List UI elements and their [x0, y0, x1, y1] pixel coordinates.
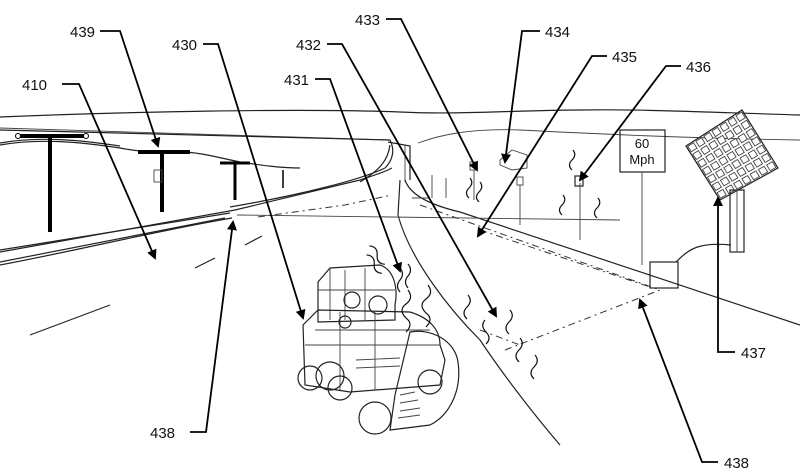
leader-439 [100, 31, 158, 146]
leader-lines [62, 19, 735, 462]
label-432: 432 [296, 37, 321, 54]
leader-410 [62, 84, 155, 258]
leader-435 [478, 56, 607, 236]
vehicle [298, 265, 459, 434]
label-438-right: 438 [724, 455, 749, 472]
solar-cell [740, 155, 749, 164]
solar-cell [737, 168, 746, 177]
label-434: 434 [545, 24, 570, 41]
camera-434 [500, 150, 527, 170]
solar-cell [727, 152, 736, 161]
solar-cell [724, 164, 733, 173]
sign-speed-unit: Mph [629, 152, 654, 167]
controller-box [650, 262, 678, 288]
label-439: 439 [70, 24, 95, 41]
label-436: 436 [686, 59, 711, 76]
solar-panel [676, 110, 778, 262]
solar-cell [711, 161, 720, 170]
label-410: 410 [22, 77, 47, 94]
solar-cell [722, 144, 731, 153]
leader-438-right [640, 300, 718, 462]
label-438-left: 438 [150, 425, 175, 442]
horizon [0, 110, 800, 143]
lane-marking-2 [195, 258, 215, 268]
solar-cell [717, 135, 726, 144]
solar-cell [732, 160, 741, 169]
lane-marking-1 [30, 305, 110, 335]
label-431: 431 [284, 72, 309, 89]
solar-cell [748, 150, 757, 159]
leader-438-left [190, 222, 233, 432]
solar-cell [716, 169, 725, 178]
solar-cell [743, 142, 752, 151]
solar-cell [753, 158, 762, 167]
lane-marking-3 [245, 236, 262, 245]
solar-cell [733, 125, 742, 134]
solar-cell [738, 134, 747, 143]
label-433: 433 [355, 12, 380, 29]
solar-cell [730, 139, 739, 148]
label-430: 430 [172, 37, 197, 54]
solar-cell [735, 147, 744, 156]
solar-cell [745, 163, 754, 172]
label-435: 435 [612, 49, 637, 66]
solar-cell [729, 172, 738, 181]
leader-434 [505, 31, 540, 162]
speed-limit-sign: 60 Mph [620, 130, 665, 265]
roadside-sensors [432, 150, 583, 240]
solar-cell [706, 153, 715, 162]
utility-poles [0, 134, 300, 233]
solar-cell [701, 146, 710, 155]
label-437: 437 [741, 345, 766, 362]
solar-cell [721, 177, 730, 186]
leader-437 [718, 198, 735, 352]
leader-431 [315, 79, 400, 271]
solar-cell [719, 156, 728, 165]
solar-cell [709, 141, 718, 150]
solar-cell [714, 148, 723, 157]
sign-speed-value: 60 [635, 136, 649, 151]
